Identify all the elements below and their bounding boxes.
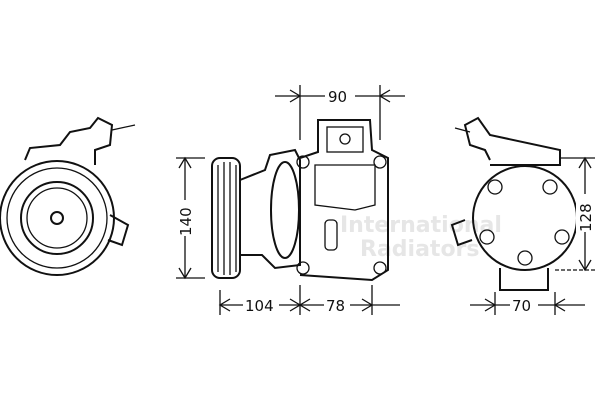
front-view	[0, 116, 136, 276]
dimension-128: 128	[555, 156, 595, 272]
dimension-104-78: 104 78	[218, 285, 400, 315]
dimension-90: 90	[275, 85, 405, 140]
dim-label-128: 128	[577, 203, 595, 232]
watermark: International Radiators	[340, 213, 502, 262]
dim-label-78: 78	[326, 297, 345, 315]
svg-text:Radiators: Radiators	[360, 237, 480, 262]
dim-label-104: 104	[245, 297, 274, 315]
dim-label-90: 90	[328, 88, 347, 106]
side-view	[211, 119, 389, 282]
dim-label-140: 140	[177, 207, 195, 236]
dim-label-70: 70	[512, 297, 531, 315]
dimension-140: 140	[176, 156, 205, 280]
rear-view	[450, 116, 578, 291]
svg-text:International: International	[340, 213, 502, 238]
dimension-70: 70	[470, 292, 585, 315]
